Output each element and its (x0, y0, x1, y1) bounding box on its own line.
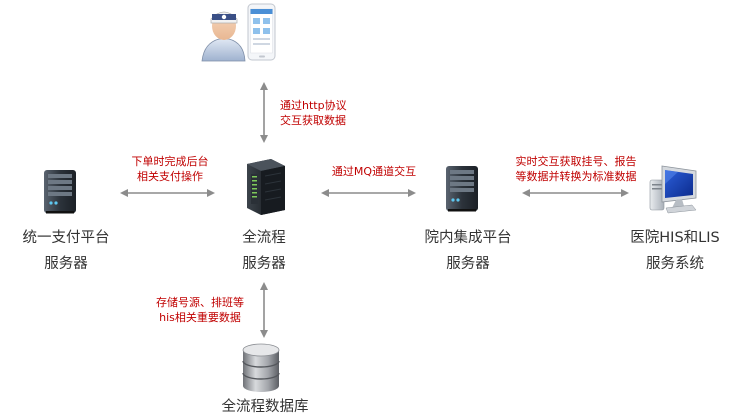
edge-process-database-line2: his相关重要数据 (159, 311, 241, 324)
server-tower-icon (42, 169, 78, 215)
edge-client-process-label: 通过http协议 交互获取数据 (280, 98, 370, 128)
edge-hospital-his-label: 实时交互获取挂号、报告 等数据并转换为标准数据 (496, 154, 656, 184)
node-his-lis-name: 医院HIS和LIS (630, 230, 720, 246)
edge-client-process-line1: 通过http协议 (280, 99, 347, 112)
node-his-lis-sub: 服务系统 (646, 256, 704, 272)
edge-process-hospital-line1: 通过MQ通道交互 (331, 165, 417, 178)
node-payment-name: 统一支付平台 (22, 230, 110, 246)
edge-process-database-line1: 存储号源、排班等 (156, 296, 244, 309)
edge-client-process-line2: 交互获取数据 (280, 114, 346, 127)
node-process-sub: 服务器 (242, 256, 286, 272)
node-database-label: 全流程数据库 (195, 394, 335, 420)
server-tower-icon (444, 165, 480, 213)
node-hospital-platform-name: 院内集成平台 (424, 230, 512, 246)
edge-payment-process-label: 下单时完成后台 相关支付操作 (110, 154, 230, 184)
edge-payment-process-line2: 相关支付操作 (137, 170, 203, 183)
edge-process-hospital-label: 通过MQ通道交互 (314, 164, 434, 179)
server-rack-icon (241, 158, 289, 216)
edge-hospital-his-line1: 实时交互获取挂号、报告 (515, 155, 637, 168)
edge-payment-process-line1: 下单时完成后台 (131, 155, 209, 168)
node-payment-sub: 服务器 (44, 256, 88, 272)
node-his-lis-label: 医院HIS和LIS 服务系统 (605, 225, 745, 277)
node-database-name: 全流程数据库 (221, 399, 309, 415)
computer-icon (648, 162, 700, 214)
patient-phone-icon (199, 3, 281, 65)
node-process-name: 全流程 (242, 230, 286, 246)
database-icon (240, 342, 282, 394)
node-payment-label: 统一支付平台 服务器 (0, 225, 136, 277)
edge-hospital-his-line2: 等数据并转换为标准数据 (515, 170, 637, 183)
node-hospital-platform-label: 院内集成平台 服务器 (398, 225, 538, 277)
node-process-label: 全流程 服务器 (214, 225, 314, 277)
edge-process-database-label: 存储号源、排班等 his相关重要数据 (140, 295, 260, 325)
node-hospital-platform-sub: 服务器 (446, 256, 490, 272)
